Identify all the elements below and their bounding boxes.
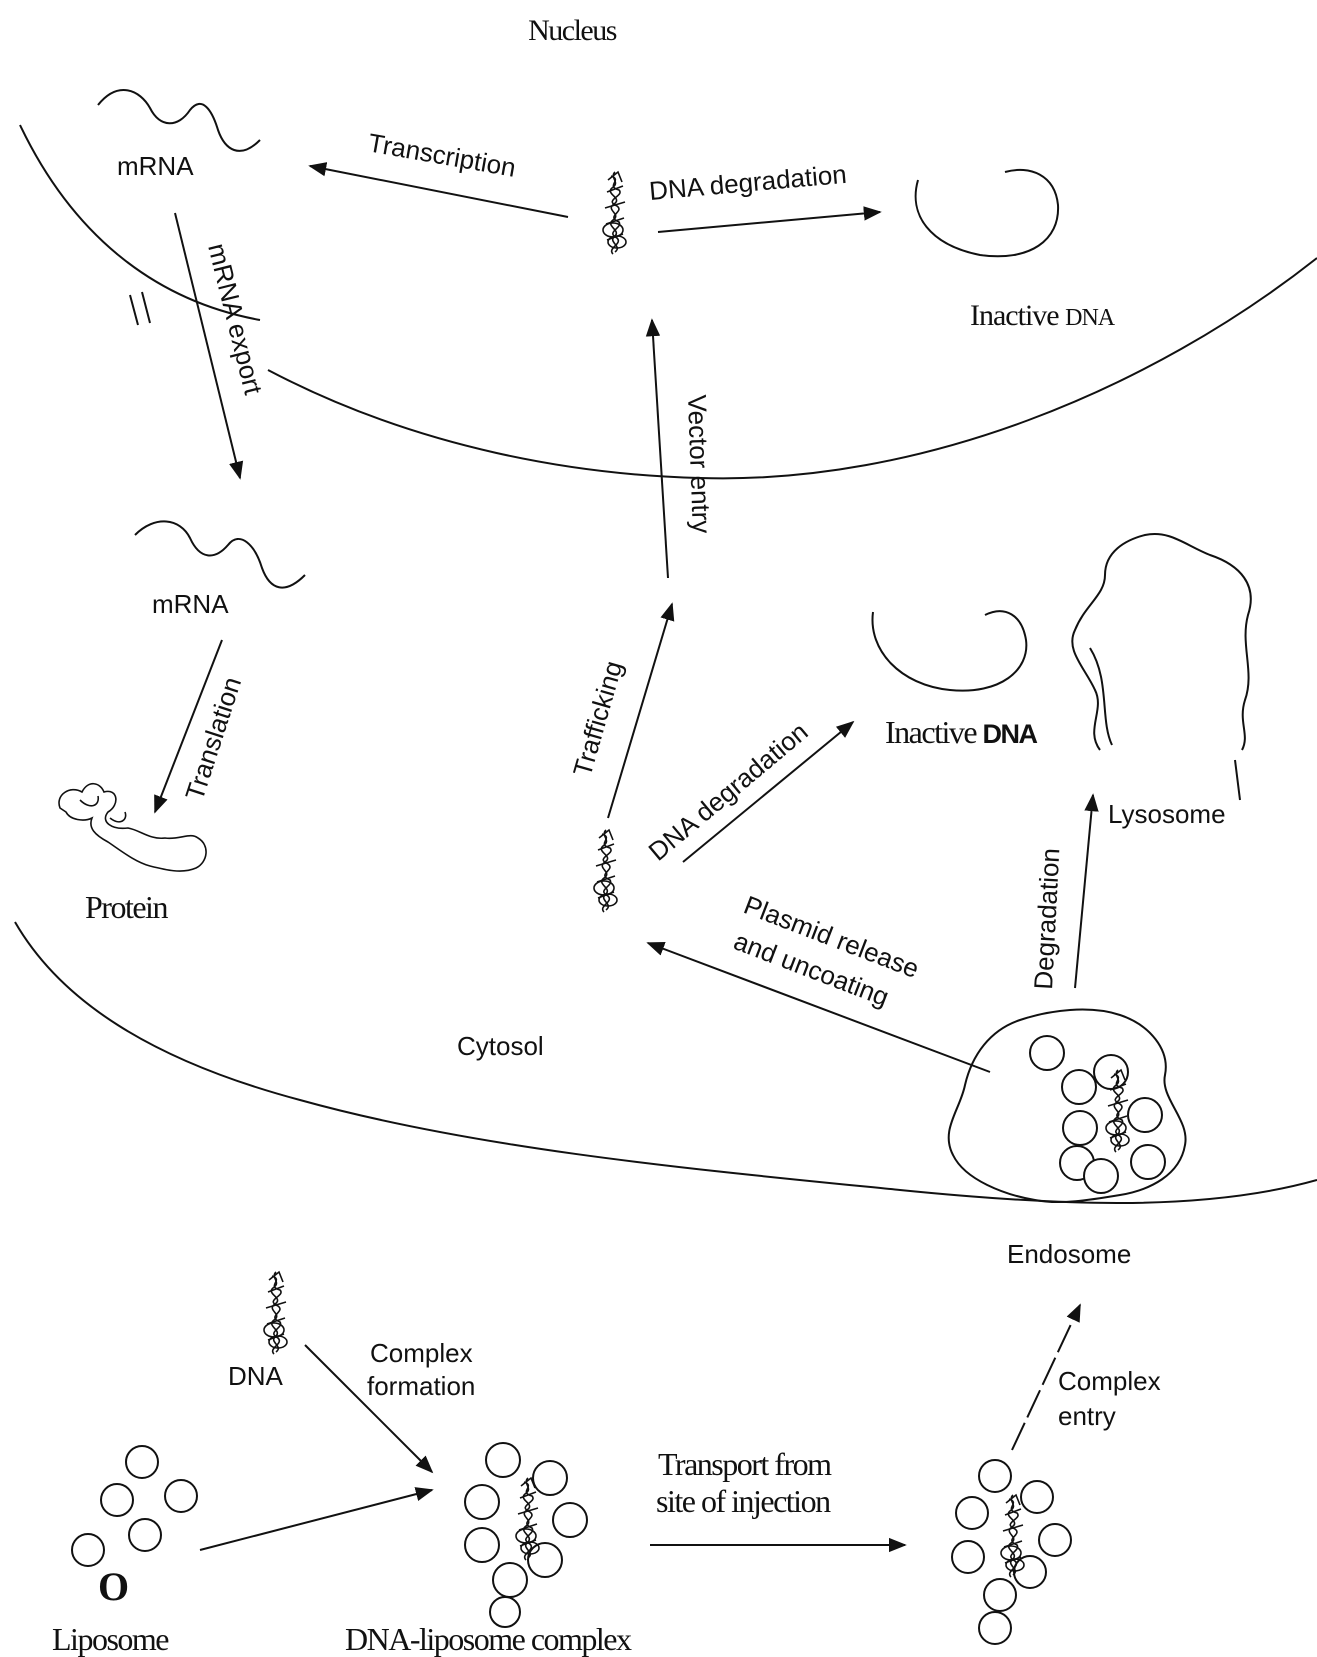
plasmid-icon bbox=[593, 829, 618, 913]
vector-entry-label: Vector entry bbox=[682, 394, 717, 534]
degradation-arrow bbox=[1074, 793, 1099, 989]
translation-label: Translation bbox=[179, 673, 247, 804]
mrna-strand-cytosol bbox=[134, 520, 306, 589]
dna-degradation-arrow-nuclear bbox=[657, 206, 882, 233]
mrna-export-arrow bbox=[174, 212, 244, 480]
translation-arrow bbox=[154, 639, 223, 814]
inactive-dna-loop-nuclear bbox=[914, 168, 1060, 258]
transcription-label: Transcription bbox=[366, 127, 518, 182]
vector-entry-arrow bbox=[645, 318, 669, 579]
degradation-label: Degradation bbox=[1028, 847, 1065, 990]
endosome-label: Endosome bbox=[1007, 1239, 1131, 1269]
lysosome-outline bbox=[1071, 533, 1252, 751]
complex-formation-arrow-dna bbox=[304, 1344, 434, 1474]
inactive-dna-cytosol-label: Inactive DNA bbox=[885, 714, 1038, 750]
plasmid-icon bbox=[602, 171, 627, 255]
protein-icon bbox=[58, 782, 207, 872]
nuclear-envelope bbox=[267, 257, 1317, 480]
dna-degradation-arrow-cytosol bbox=[682, 720, 855, 863]
plasmid-release-arrow bbox=[646, 941, 991, 1073]
mrna-strand-nuclear bbox=[97, 89, 261, 152]
transcription-arrow bbox=[308, 162, 569, 218]
complex-entry-label-line2: entry bbox=[1058, 1401, 1116, 1431]
nucleus-label: Nucleus bbox=[528, 14, 617, 47]
complex-formation-label-line1: Complex bbox=[370, 1338, 473, 1368]
liposome-o-glyph: O bbox=[98, 1564, 129, 1609]
cytosol-label: Cytosol bbox=[457, 1031, 544, 1061]
plasmid-icon bbox=[263, 1271, 288, 1355]
protein-label: Protein bbox=[85, 889, 168, 925]
complex-formation-label-line2: formation bbox=[367, 1371, 475, 1401]
lysosome-outline-inner bbox=[1089, 647, 1241, 801]
nuclear-envelope-top bbox=[19, 124, 261, 321]
dna-label: DNA bbox=[228, 1361, 284, 1391]
plasma-membrane bbox=[14, 921, 1317, 1204]
mrna-nuclear-label: mRNA bbox=[117, 151, 194, 181]
liposome-vesicle bbox=[125, 1445, 159, 1479]
transport-label-line1: Transport from bbox=[658, 1446, 832, 1482]
lysosome-label: Lysosome bbox=[1108, 799, 1226, 829]
dna-degradation-cytosol-label: DNA degradation bbox=[643, 716, 814, 866]
dna-liposome-complex-label: DNA-liposome complex bbox=[345, 1621, 632, 1657]
trafficking-arrow bbox=[607, 602, 675, 819]
inactive-dna-nuclear-label: Inactive DNA bbox=[970, 299, 1116, 332]
mrna-cytosol-label: mRNA bbox=[152, 589, 229, 619]
dna-degradation-nuclear-label: DNA degradation bbox=[648, 159, 848, 206]
complex-entry-arrow bbox=[1011, 1303, 1081, 1451]
nuclear-pore-marks bbox=[129, 291, 151, 326]
transport-label-line2: site of injection bbox=[656, 1483, 831, 1519]
endosome-outline bbox=[947, 1008, 1187, 1204]
trafficking-label: Trafficking bbox=[567, 657, 629, 779]
inactive-dna-loop-cytosol bbox=[871, 610, 1028, 692]
complex-formation-arrow-liposome bbox=[199, 1487, 434, 1551]
complex-entry-label-line1: Complex bbox=[1058, 1366, 1161, 1396]
liposome-label: Liposome bbox=[52, 1621, 169, 1657]
